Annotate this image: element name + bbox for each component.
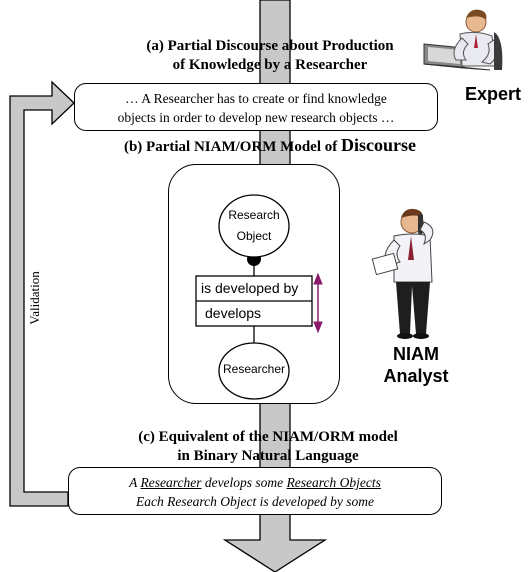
section-a-title-line1: (a) Partial Discourse about Production (146, 38, 394, 54)
section-b-title-emph: Discourse (341, 135, 417, 155)
sentence-1-prefix: A (129, 475, 138, 490)
analyst-illustration (371, 208, 434, 339)
researcher-label: Researcher (222, 362, 286, 376)
role-develops: develops (205, 305, 262, 321)
analyst-label-line1: NIAM (393, 344, 439, 364)
section-c-title-line2: in Binary Natural Language (177, 448, 359, 464)
binary-language-box: A Researcher develops some Research Obje… (68, 467, 442, 515)
discourse-text-line2: objects in order to develop new research… (117, 110, 395, 125)
discourse-text-line1: … A Researcher has to create or find kno… (125, 91, 387, 106)
sentence-1-middle: develops some (204, 475, 284, 490)
section-b-title: (b) Partial NIAM/ORM Model of Discourse (90, 136, 450, 157)
analyst-label: NIAM Analyst (374, 343, 458, 387)
analyst-label-line2: Analyst (383, 366, 449, 386)
analyst-figure (360, 200, 460, 340)
validation-label: Validation (27, 271, 42, 325)
expert-illustration (423, 9, 503, 71)
expert-label: Expert (465, 84, 522, 104)
research-object-label-line1: Research (228, 208, 280, 222)
expert-figure (420, 4, 528, 84)
discourse-box: … A Researcher has to create or find kno… (74, 83, 438, 131)
sentence-1-object: Research Objects (286, 475, 381, 490)
section-a-title: (a) Partial Discourse about Production o… (80, 37, 460, 75)
sentence-2: Each Research Object is developed by som… (136, 494, 374, 509)
section-b-title-prefix: (b) Partial NIAM/ORM Model of (123, 139, 338, 155)
section-c-title-line1: (c) Equivalent of the NIAM/ORM model (138, 429, 398, 445)
role-is-developed-by: is developed by (201, 280, 299, 296)
validation-loop-arrow (9, 80, 75, 507)
research-object-label-line2: Object (236, 229, 272, 243)
sentence-1: A Researcher develops some Research Obje… (69, 473, 441, 492)
section-c-title: (c) Equivalent of the NIAM/ORM model in … (96, 428, 440, 466)
section-a-title-line2: of Knowledge by a Researcher (172, 57, 368, 73)
research-object-label: Research Object (219, 205, 289, 247)
sentence-1-subject: Researcher (140, 475, 202, 490)
